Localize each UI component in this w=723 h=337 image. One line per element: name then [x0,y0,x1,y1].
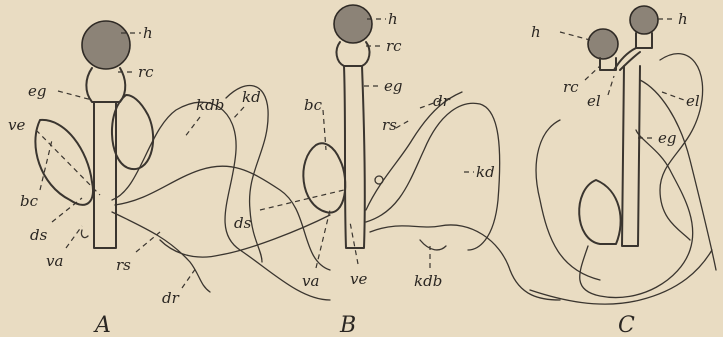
label-rc-b: rc [386,37,402,55]
valve-a [81,230,88,238]
label-h-c-left: h [531,23,541,41]
leader-ve-a [36,130,100,195]
head-c-left [588,29,618,59]
leader-ds-a [52,198,82,222]
label-ds-b: ds [234,214,252,232]
label-el-c-left: el [587,92,601,110]
egg-column-c [622,66,640,246]
duct-c2 [536,120,600,280]
duct-a3 [112,212,210,292]
receptaculum-b [337,42,370,66]
receptaculum-a [86,68,125,102]
label-dr-b: dr [433,92,451,110]
leader-el-c-right [662,92,684,100]
label-rc-c: rc [563,78,579,96]
duct-c3 [640,80,716,270]
label-eg-c: eg [658,129,676,147]
label-rc-a: rc [138,63,154,81]
label-ve-b: ve [350,270,367,288]
specimen-b: h rc eg bc rs dr kd ds va ve kdb B [160,5,560,337]
panel-label-c: C [618,313,635,337]
label-ve-a: ve [8,116,25,134]
label-eg-a: eg [28,82,46,100]
label-h-b: h [388,10,398,28]
label-eg-b: eg [384,77,402,95]
panel-label-a: A [93,313,111,337]
leader-rc-c [585,66,600,80]
leader-kdb-a [184,117,200,138]
label-dr-a: dr [162,289,180,307]
leader-ds-b [260,190,344,210]
bursa-b [303,143,345,212]
label-kdb-a: kdb [196,96,224,114]
leader-ve-b [350,222,358,264]
leader-dr-a [182,268,196,288]
kdb-b [420,240,446,250]
leader-el-c-left [608,76,614,95]
label-kd-a: kd [242,88,261,106]
receptaculum-c-left [600,58,616,70]
duct-c5 [530,250,712,304]
sac-a [112,95,153,169]
leader-h-c-left [560,32,590,40]
label-bc-b: bc [304,96,323,114]
label-va-b: va [302,272,319,290]
bursa-a [35,120,93,205]
bursa-c [579,180,620,244]
panel-label-b: B [339,313,356,337]
label-rs-b: rs [382,116,397,134]
egg-column-b [344,66,365,248]
leader-rs-b [396,120,410,128]
label-h-c-right: h [678,10,688,28]
receptaculum-c-right [636,33,652,48]
leader-kd-a [232,107,244,120]
label-h-a: h [143,24,153,42]
duct-b3 [370,225,560,300]
label-el-c-right: el [686,92,700,110]
label-kd-b: kd [476,163,495,181]
specimen-a: h rc eg ve bc ds va rs dr kdb kd A [8,21,330,337]
head-b [334,5,372,43]
label-bc-a: bc [20,192,39,210]
specimen-c: h h rc el el eg C [530,6,716,337]
label-kdb-b: kdb [414,272,442,290]
label-ds-a: ds [30,226,48,244]
valve-b [375,176,383,184]
leader-va-a [66,226,82,248]
head-a [82,21,130,69]
label-va-a: va [46,252,63,270]
head-c-right [630,6,658,34]
label-rs-a: rs [116,256,131,274]
